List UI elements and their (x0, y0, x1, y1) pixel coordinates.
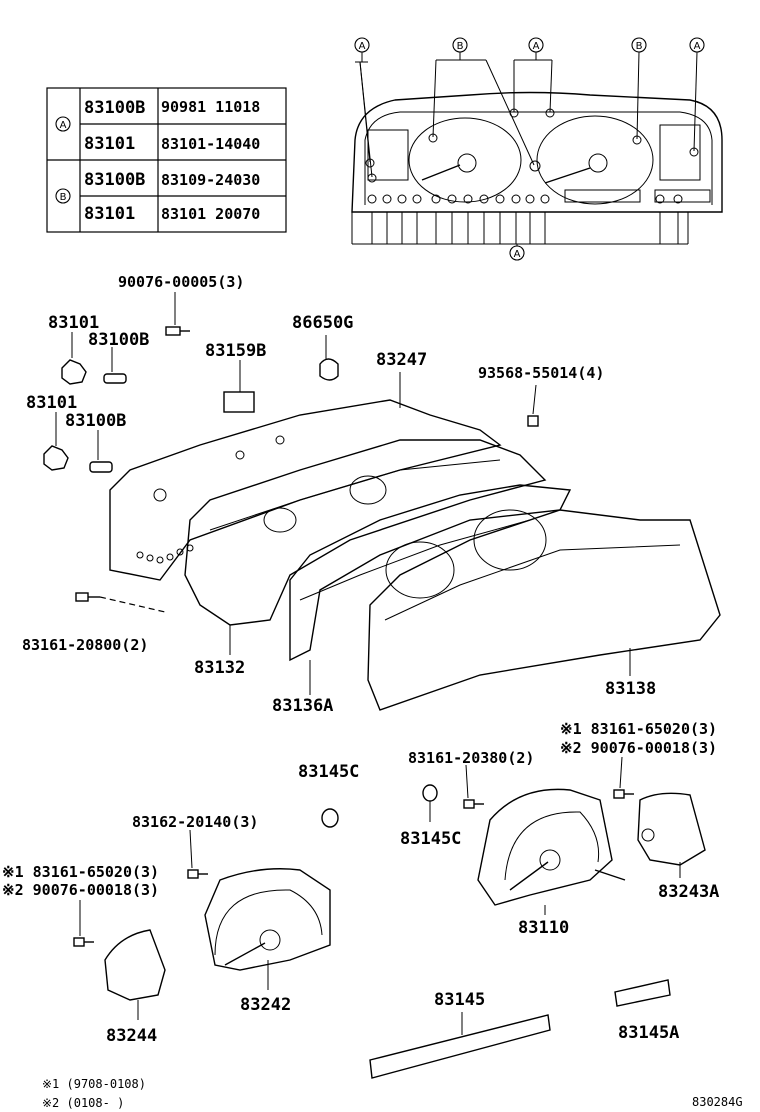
lens-icon (321, 808, 339, 828)
buzzer-icon (319, 358, 339, 381)
marker-a-icon (55, 116, 71, 132)
screw-icon (187, 869, 199, 879)
marker-b-label: B (457, 41, 464, 52)
screw-icon (463, 799, 475, 809)
small-parts (43, 292, 539, 613)
label-83247: 83247 (376, 350, 427, 370)
label-90076-00005: 90076-00005(3) (118, 273, 244, 291)
table-row-3-part: 83100B (84, 170, 145, 190)
bolt-icon (165, 326, 181, 336)
label-83159b: 83159B (205, 341, 266, 361)
marker-b-icon (55, 188, 71, 204)
label-83100b-a: 83100B (88, 330, 149, 350)
label-83145a: 83145A (618, 1023, 679, 1043)
marker-b-label: B (636, 41, 643, 52)
circuit-plate (109, 399, 502, 581)
label-83138: 83138 (605, 679, 656, 699)
tachometer (204, 868, 331, 971)
label-note2-left: ※2 90076-00018(3) (2, 881, 159, 899)
marker-b-icon (452, 37, 468, 53)
cluster-exploded-view (109, 372, 721, 711)
table-mark-a: A (60, 120, 67, 131)
bulb-icon (103, 373, 127, 384)
table-mark-b: B (60, 192, 67, 203)
table-row-2-part: 83101 (84, 134, 135, 154)
screw-icon (613, 789, 625, 799)
label-83161-20380: 83161-20380(2) (408, 749, 534, 767)
marker-a-label: A (694, 41, 701, 52)
fuel-gauge (637, 792, 706, 866)
label-83132: 83132 (194, 658, 245, 678)
screw-icon (527, 415, 539, 427)
marker-a-icon (528, 37, 544, 53)
marker-a-icon (354, 37, 370, 53)
legend-table: A B 83100B 90981 11018 83101 83101-14040… (46, 87, 287, 233)
diagram-code: 830284G (692, 1095, 743, 1109)
label-83101-b: 83101 (26, 393, 77, 413)
label-note1-right: ※1 83161-65020(3) (560, 720, 717, 738)
label-83161-20800: 83161-20800(2) (22, 636, 148, 654)
label-83145: 83145 (434, 990, 485, 1010)
label-86650g: 86650G (292, 313, 353, 333)
table-row-3-number: 83109-24030 (161, 171, 260, 189)
table-row-1-part: 83100B (84, 98, 145, 118)
connector-icon (223, 391, 255, 413)
cluster-hood (289, 484, 572, 662)
part-labels: 90076-00005(3) 83101 83100B 83101 83100B… (2, 273, 743, 1110)
screw-icon (73, 937, 85, 947)
label-83110: 83110 (518, 918, 569, 938)
small-plate (614, 979, 671, 1007)
marker-a-label: A (359, 41, 366, 52)
label-83244: 83244 (106, 1026, 157, 1046)
label-83145c-top: 83145C (298, 762, 359, 782)
label-83162-20140: 83162-20140(3) (132, 813, 258, 831)
bulb-icon (89, 461, 113, 473)
footnote-2: ※2 (0108- ) (42, 1096, 124, 1110)
label-83242: 83242 (240, 995, 291, 1015)
lens-icon (422, 784, 438, 802)
table-row-1-number: 90981 11018 (161, 98, 260, 116)
name-plate (369, 1014, 551, 1079)
bulb-socket-icon (43, 445, 69, 471)
footnote-1: ※1 (9708-0108) (42, 1077, 146, 1091)
label-83100b-b: 83100B (65, 411, 126, 431)
cluster-case (184, 439, 547, 626)
label-83243a: 83243A (658, 882, 719, 902)
marker-a-label: A (533, 41, 540, 52)
screw-icon (75, 592, 89, 602)
marker-a-icon (509, 245, 525, 261)
temp-gauge (104, 929, 166, 1001)
marker-b-icon (631, 37, 647, 53)
label-93568-55014: 93568-55014(4) (478, 364, 604, 382)
table-row-2-number: 83101-14040 (161, 135, 260, 153)
label-note1-left: ※1 83161-65020(3) (2, 863, 159, 881)
marker-a-icon (689, 37, 705, 53)
cluster-rear-view: A B A B A A (351, 37, 723, 261)
label-83101-a: 83101 (48, 313, 99, 333)
gauges (73, 756, 706, 1079)
label-83145c-mid: 83145C (400, 829, 461, 849)
speedometer (477, 788, 613, 906)
cluster-glass (367, 509, 721, 711)
bulb-socket-icon (61, 359, 87, 385)
marker-a-label: A (514, 249, 521, 260)
table-row-4-number: 83101 20070 (161, 205, 260, 223)
label-note2-right: ※2 90076-00018(3) (560, 739, 717, 757)
table-row-4-part: 83101 (84, 204, 135, 224)
label-83136a: 83136A (272, 696, 333, 716)
